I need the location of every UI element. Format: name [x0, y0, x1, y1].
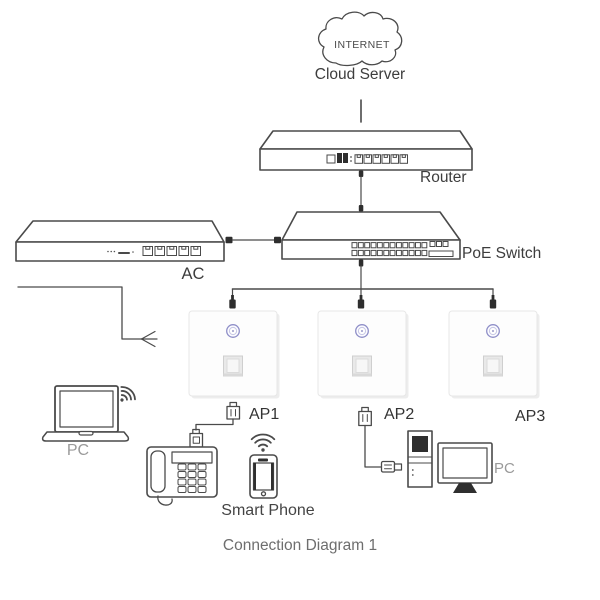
ac-controller-icon: [15, 220, 225, 262]
antenna-arrow-icon: [140, 330, 158, 348]
cable-ac-switch: [225, 236, 281, 244]
cloud-server-label: Cloud Server: [314, 66, 406, 83]
ap3-lan-port: [483, 355, 503, 377]
ap1-lan-port: [223, 355, 243, 377]
cable-router-switch: [358, 170, 364, 212]
smartphone-icon: [249, 454, 278, 499]
pc-wireless-label: PC: [66, 442, 90, 459]
poe-switch-icon: [281, 211, 461, 260]
ap2-icon: [317, 310, 409, 399]
ap2-lan-port: [352, 355, 372, 377]
internet-cloud-icon: [317, 11, 403, 67]
ap1-label: AP1: [249, 406, 280, 423]
usb-plug-icon: [380, 460, 403, 473]
poe-switch-label: PoE Switch: [462, 245, 542, 262]
internet-label: INTERNET: [334, 39, 390, 51]
ac-ports: [107, 246, 201, 256]
smart-phone-label: Smart Phone: [221, 502, 315, 519]
ap2-pc-cable: [358, 406, 403, 473]
ap3-icon: [448, 310, 540, 399]
ap2-label: AP2: [384, 406, 415, 423]
ap1-phone-cable: [189, 401, 241, 448]
phone-keypad: [177, 463, 207, 493]
router-ports: [326, 153, 408, 164]
switch-ports: [351, 241, 454, 257]
monitor-icon: [437, 442, 493, 493]
desk-phone-icon: [146, 446, 218, 506]
ap1-led-icon: [226, 324, 240, 338]
ap3-led-icon: [486, 324, 500, 338]
router-label: Router: [420, 169, 467, 186]
laptop-wifi-icon: [120, 386, 136, 402]
pc-wired-label: PC: [494, 460, 515, 477]
trunk-cable-switch-aps: [229, 259, 497, 309]
desktop-tower-icon: [407, 430, 433, 488]
laptop-icon: [41, 385, 130, 442]
ac-label: AC: [181, 265, 205, 283]
router-icon: [259, 130, 473, 171]
smartphone-wifi-icon: [250, 433, 276, 452]
antenna-line: [17, 286, 158, 348]
ap2-led-icon: [355, 324, 369, 338]
diagram-caption: Connection Diagram 1: [222, 537, 378, 554]
ap1-icon: [188, 310, 280, 399]
ap3-label: AP3: [515, 408, 546, 425]
